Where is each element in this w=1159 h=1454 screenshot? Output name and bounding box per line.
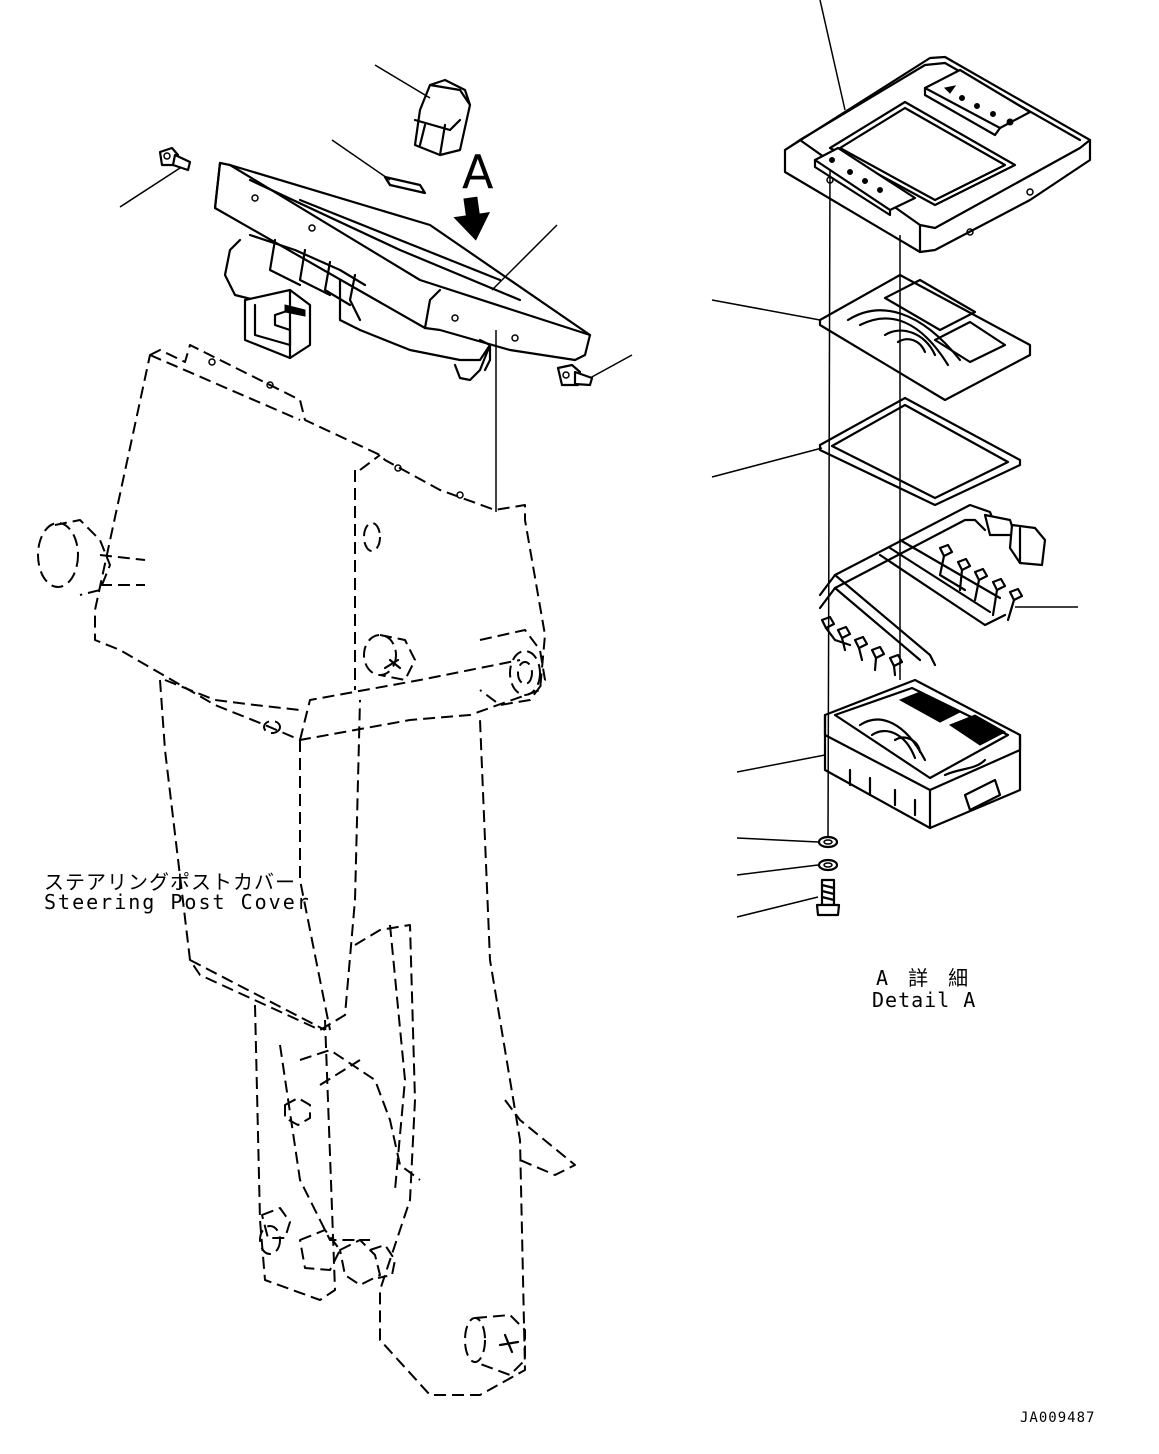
steering-post-cover-label-en: Steering Post Cover	[44, 890, 311, 914]
screw-left	[158, 146, 192, 172]
switch-part	[413, 78, 472, 157]
detail-gasket	[818, 396, 1022, 507]
steering-post-cover	[37, 344, 576, 1396]
drawing-number: JA009487	[1020, 1410, 1096, 1426]
detail-washer-1	[817, 835, 839, 849]
detail-a-label-en: Detail A	[872, 988, 977, 1012]
view-a-letter: A	[462, 145, 494, 199]
monitor-installed	[213, 161, 592, 382]
detail-a-label-jp: A 詳 細	[876, 966, 973, 990]
view-arrow-icon	[453, 196, 491, 241]
detail-bolt	[815, 878, 841, 917]
detail-panel-sheet	[818, 273, 1032, 402]
seal-part	[383, 175, 427, 195]
detail-harness	[818, 503, 1047, 677]
detail-controller-box	[823, 678, 1022, 830]
steering-post-cover-label-jp: ステアリングポストカバー	[44, 870, 296, 894]
detail-monitor-bezel	[783, 55, 1092, 254]
screw-right	[556, 363, 594, 387]
detail-washer-2	[817, 858, 839, 872]
